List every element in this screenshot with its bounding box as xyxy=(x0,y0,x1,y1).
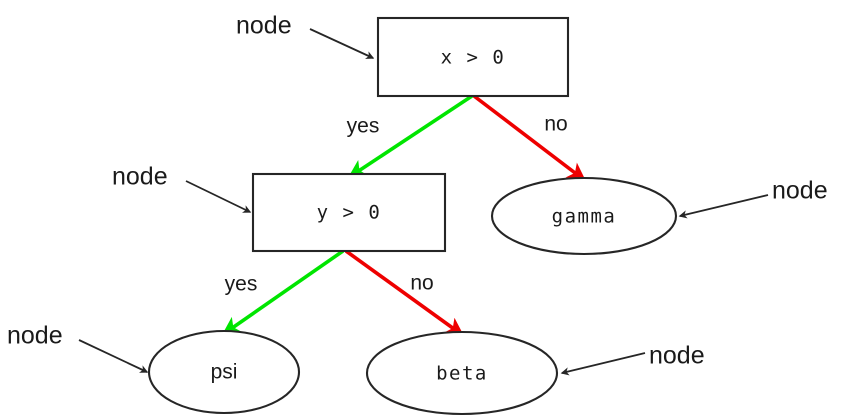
annotation-label-beta: node xyxy=(649,342,705,370)
annotation-label-inner: node xyxy=(112,163,168,191)
node-beta-ellipse[interactable] xyxy=(365,330,559,416)
node-root-box[interactable] xyxy=(376,16,570,98)
annotation-label-psi: node xyxy=(7,322,63,350)
node-beta-label: beta xyxy=(436,363,488,385)
annotation-label-gamma: node xyxy=(772,177,828,205)
node-inner-label: y > 0 xyxy=(317,202,382,224)
node-root-label: x > 0 xyxy=(441,47,506,69)
annotation-leader-beta xyxy=(560,352,646,376)
annotations-group: node node node node node xyxy=(7,12,828,376)
edge-label-inner-no: no xyxy=(410,272,433,295)
annotation-leader-gamma xyxy=(678,194,769,219)
annotation-leader-root xyxy=(309,28,375,59)
edges-group xyxy=(221,94,587,337)
edge-label-inner-yes: yes xyxy=(225,273,258,296)
annotation-leader-inner xyxy=(185,180,252,213)
node-psi-label: psi xyxy=(211,361,238,384)
edge-root-yes[interactable] xyxy=(347,94,473,179)
annotation-leader-psi xyxy=(78,339,149,373)
annotation-label-root: node xyxy=(236,12,292,40)
edge-label-root-no: no xyxy=(544,113,567,136)
edge-root-no[interactable] xyxy=(472,94,587,182)
node-gamma-label: gamma xyxy=(552,206,617,228)
edge-inner-no[interactable] xyxy=(344,249,465,337)
node-gamma-ellipse[interactable] xyxy=(490,176,678,256)
nodes-group: x > 0 y > 0 gamma psi beta xyxy=(147,16,678,416)
node-psi-ellipse[interactable] xyxy=(147,329,301,415)
node-inner-box[interactable] xyxy=(251,172,447,253)
edge-inner-yes[interactable] xyxy=(221,249,345,336)
edge-label-root-yes: yes xyxy=(347,115,380,138)
edge-labels-group: yes no yes no xyxy=(225,113,568,296)
